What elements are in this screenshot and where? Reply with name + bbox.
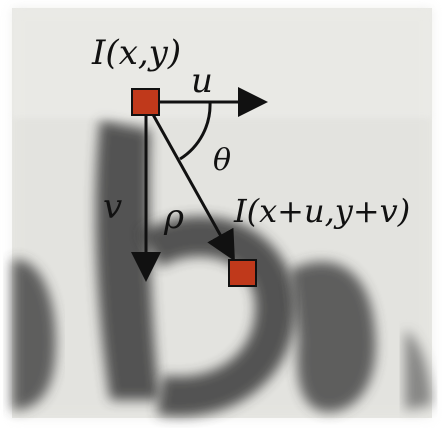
- target-pixel-label: I(x+u,y+v): [233, 192, 410, 230]
- u-label: u: [191, 61, 213, 101]
- theta-label: θ: [213, 143, 231, 178]
- source-pixel-marker: [131, 88, 160, 116]
- rho-arrow: [144, 101, 235, 262]
- target-pixel-marker: [228, 259, 257, 287]
- scanned-text-background: [12, 8, 432, 418]
- rho-label: ρ: [163, 197, 184, 237]
- theta-arc: [179, 101, 212, 161]
- source-pixel-label: I(x,y): [91, 33, 181, 73]
- v-label: v: [103, 187, 122, 227]
